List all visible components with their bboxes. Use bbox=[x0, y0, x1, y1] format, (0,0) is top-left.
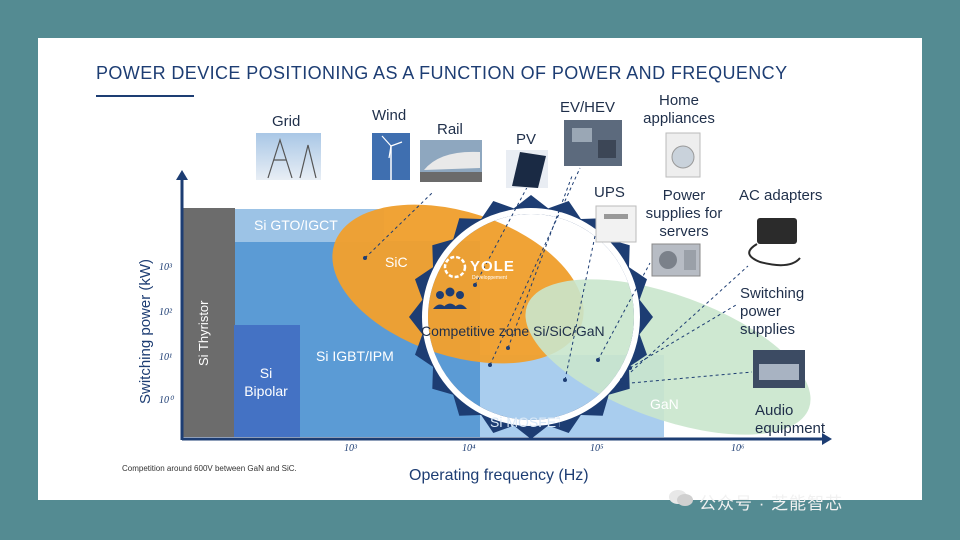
app-ac-adapters: AC adapters bbox=[739, 187, 823, 204]
app-home-appliances: Home appliances bbox=[643, 92, 715, 127]
server-power-supply-image bbox=[651, 243, 701, 277]
x-tick-1e4: 10⁴ bbox=[462, 443, 476, 454]
label-si-bipolar: Si Bipolar bbox=[244, 365, 288, 399]
x-tick-1e3: 10³ bbox=[344, 443, 357, 454]
y-axis-label: Switching power (kW) bbox=[137, 258, 154, 404]
ac-adapter-image bbox=[748, 218, 801, 267]
y-tick-1000: 10³ bbox=[159, 262, 172, 273]
people-icon bbox=[433, 287, 467, 309]
app-ups: UPS bbox=[594, 184, 625, 201]
app-audio-equipment: Audio equipment bbox=[755, 402, 826, 437]
app-wind: Wind bbox=[372, 107, 407, 124]
ups-image bbox=[595, 205, 637, 243]
y-tick-100: 10² bbox=[159, 307, 172, 318]
x-tick-1e5: 10⁵ bbox=[590, 443, 604, 454]
app-power-supplies-servers: Power supplies for servers bbox=[645, 187, 723, 240]
label-competitive-zone: Competitive zone Si/SiC/GaN bbox=[421, 323, 605, 339]
title-underline bbox=[96, 95, 194, 97]
footnote: Competition around 600V between GaN and … bbox=[122, 464, 297, 473]
x-axis-label: Operating frequency (Hz) bbox=[409, 467, 589, 484]
wechat-icon bbox=[668, 489, 694, 507]
watermark-text: 公众号 · 芝能智芯 bbox=[699, 494, 844, 513]
label-sic: SiC bbox=[385, 254, 408, 270]
region-thyristor bbox=[182, 208, 235, 437]
evhev-image bbox=[564, 120, 622, 166]
label-si-mosfet: Si MOSFET bbox=[490, 414, 560, 430]
app-evhev: EV/HEV bbox=[560, 99, 616, 116]
leader-lines bbox=[364, 167, 753, 385]
grid-image bbox=[256, 133, 321, 180]
x-axis-arrow bbox=[822, 433, 832, 445]
app-rail: Rail bbox=[437, 121, 463, 138]
home-appliances-image bbox=[665, 132, 701, 178]
pv-image bbox=[506, 150, 548, 188]
competitive-zone-badge bbox=[409, 195, 653, 439]
region-bipolar bbox=[234, 325, 300, 437]
leader-dots bbox=[363, 256, 632, 382]
app-switching-power-supplies: Switching power supplies bbox=[740, 285, 805, 338]
label-si-gto: Si GTO/IGCT bbox=[254, 217, 338, 233]
region-sic bbox=[332, 204, 584, 364]
y-tick-1: 10⁰ bbox=[159, 395, 174, 406]
page-title: POWER DEVICE POSITIONING AS A FUNCTION O… bbox=[96, 63, 788, 83]
y-axis-arrow bbox=[176, 170, 188, 180]
label-si-thyristor: Si Thyristor bbox=[196, 300, 211, 367]
wind-image bbox=[372, 133, 410, 180]
yole-logo-text: YOLE bbox=[470, 258, 515, 275]
region-gan bbox=[525, 279, 811, 435]
label-si-igbt: Si IGBT/IPM bbox=[316, 348, 394, 364]
yole-logo-icon bbox=[443, 255, 467, 279]
rail-image bbox=[420, 140, 482, 182]
label-gan: GaN bbox=[650, 396, 679, 412]
x-tick-1e6: 10⁶ bbox=[731, 443, 745, 454]
app-grid: Grid bbox=[272, 113, 301, 130]
yole-logo-subtext: Développement bbox=[472, 275, 508, 281]
audio-equipment-image bbox=[753, 350, 805, 388]
app-pv: PV bbox=[516, 131, 537, 148]
y-tick-10: 10¹ bbox=[159, 352, 172, 363]
